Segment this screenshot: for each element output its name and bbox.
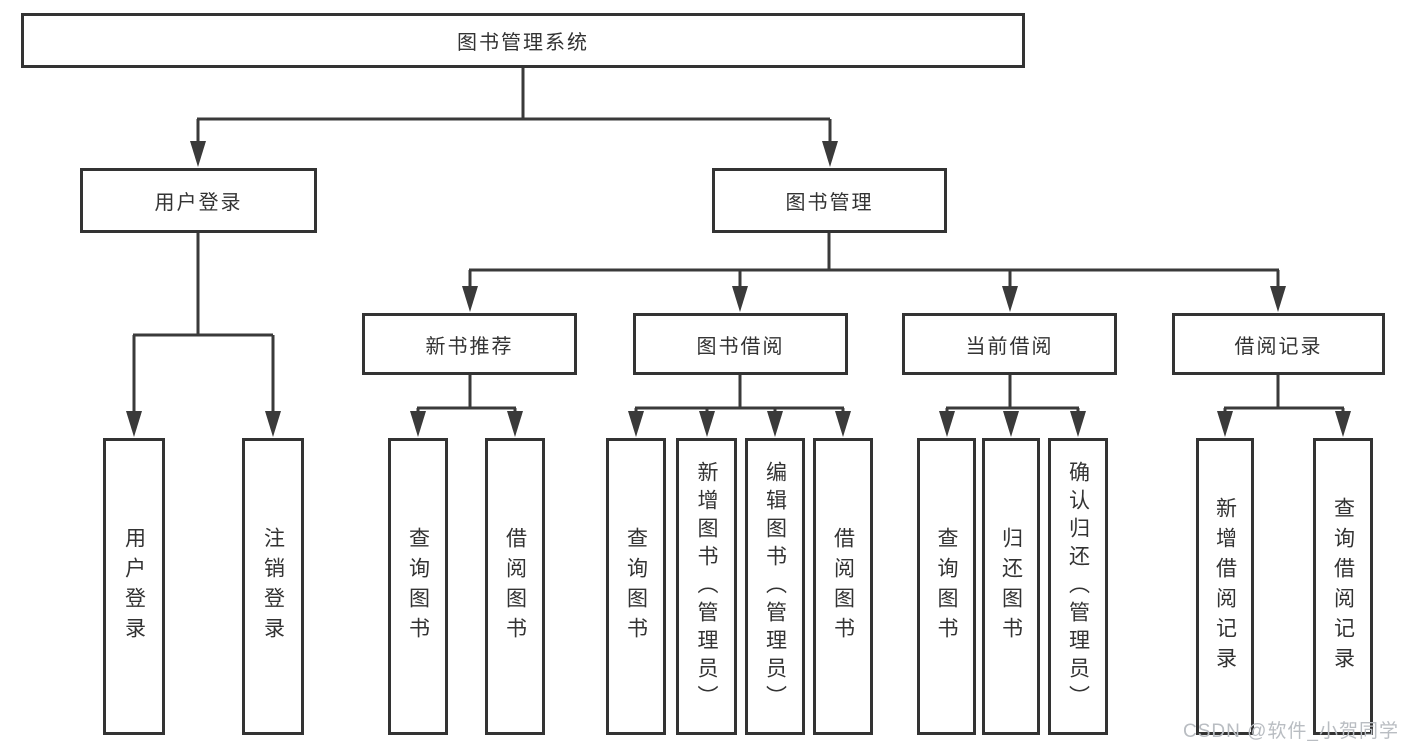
node-book-management: 图书管理 [712, 168, 947, 233]
leaf-logout: 注销登录 [242, 438, 304, 735]
leaf-borrow-books-borrowing: 借阅图书 [813, 438, 873, 735]
watermark: CSDN @软件_小贺同学 [1183, 721, 1399, 742]
leaf-edit-book-admin: 编辑图书（管理员） [745, 438, 805, 735]
leaf-query-borrow-record: 查询借阅记录 [1313, 438, 1373, 735]
node-user-login: 用户登录 [80, 168, 317, 233]
node-current-borrowing: 当前借阅 [902, 313, 1117, 375]
leaf-user-login: 用户登录 [103, 438, 165, 735]
leaf-confirm-return-admin: 确认归还（管理员） [1048, 438, 1108, 735]
leaf-add-book-admin: 新增图书（管理员） [676, 438, 737, 735]
leaf-borrow-books-recommend: 借阅图书 [485, 438, 545, 735]
leaf-query-books-current: 查询图书 [917, 438, 976, 735]
node-borrowing-records: 借阅记录 [1172, 313, 1385, 375]
leaf-query-books-borrowing: 查询图书 [606, 438, 666, 735]
leaf-return-book: 归还图书 [982, 438, 1040, 735]
leaf-add-borrow-record: 新增借阅记录 [1196, 438, 1254, 735]
leaf-query-books-recommend: 查询图书 [388, 438, 448, 735]
node-new-book-recommendation: 新书推荐 [362, 313, 577, 375]
node-book-borrowing: 图书借阅 [633, 313, 848, 375]
node-library-system: 图书管理系统 [21, 13, 1025, 68]
